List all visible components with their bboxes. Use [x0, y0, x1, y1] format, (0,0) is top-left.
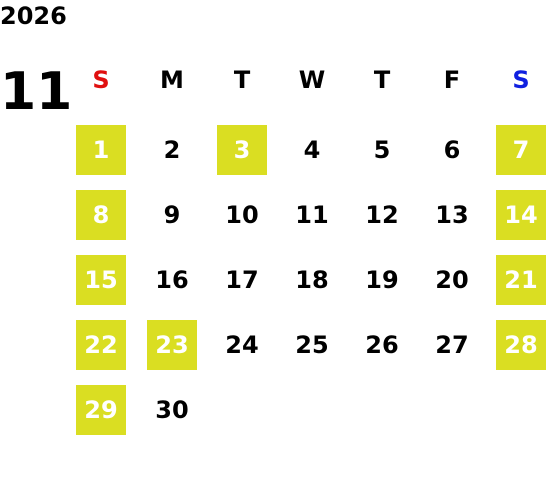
calendar-day[interactable]: 17	[225, 266, 259, 294]
calendar-day-highlighted[interactable]: 29	[76, 385, 126, 435]
calendar-day[interactable]: 20	[435, 266, 469, 294]
year-label: 2026	[0, 2, 67, 30]
calendar-day-highlighted[interactable]: 14	[496, 190, 546, 240]
calendar-day[interactable]: 27	[435, 331, 469, 359]
calendar-day[interactable]: 25	[295, 331, 329, 359]
calendar-day[interactable]: 26	[365, 331, 399, 359]
calendar-day[interactable]: 10	[225, 201, 259, 229]
calendar-day-highlighted[interactable]: 21	[496, 255, 546, 305]
weekday-header: F	[443, 66, 461, 94]
calendar-day-highlighted[interactable]: 15	[76, 255, 126, 305]
weekday-header: S	[92, 66, 110, 94]
calendar-day-highlighted[interactable]: 28	[496, 320, 546, 370]
calendar-day[interactable]: 16	[155, 266, 189, 294]
weekday-header: T	[373, 66, 391, 94]
calendar-day-highlighted[interactable]: 22	[76, 320, 126, 370]
calendar-day[interactable]: 5	[373, 136, 391, 164]
month-number: 11	[0, 62, 73, 122]
calendar-day[interactable]: 4	[303, 136, 321, 164]
calendar-day-highlighted[interactable]: 8	[76, 190, 126, 240]
calendar-day[interactable]: 9	[163, 201, 181, 229]
calendar-day-highlighted[interactable]: 3	[217, 125, 267, 175]
calendar-day-highlighted[interactable]: 23	[147, 320, 197, 370]
calendar-day[interactable]: 19	[365, 266, 399, 294]
calendar-day[interactable]: 24	[225, 331, 259, 359]
weekday-header: T	[233, 66, 251, 94]
calendar-day[interactable]: 13	[435, 201, 469, 229]
calendar-day[interactable]: 30	[155, 396, 189, 424]
calendar-day-highlighted[interactable]: 7	[496, 125, 546, 175]
weekday-header: M	[160, 66, 184, 94]
calendar-day-highlighted[interactable]: 1	[76, 125, 126, 175]
calendar-day[interactable]: 12	[365, 201, 399, 229]
calendar-day[interactable]: 2	[163, 136, 181, 164]
weekday-header: W	[298, 66, 326, 94]
calendar-day[interactable]: 6	[443, 136, 461, 164]
calendar-day[interactable]: 11	[295, 201, 329, 229]
calendar-day[interactable]: 18	[295, 266, 329, 294]
weekday-header: S	[512, 66, 530, 94]
